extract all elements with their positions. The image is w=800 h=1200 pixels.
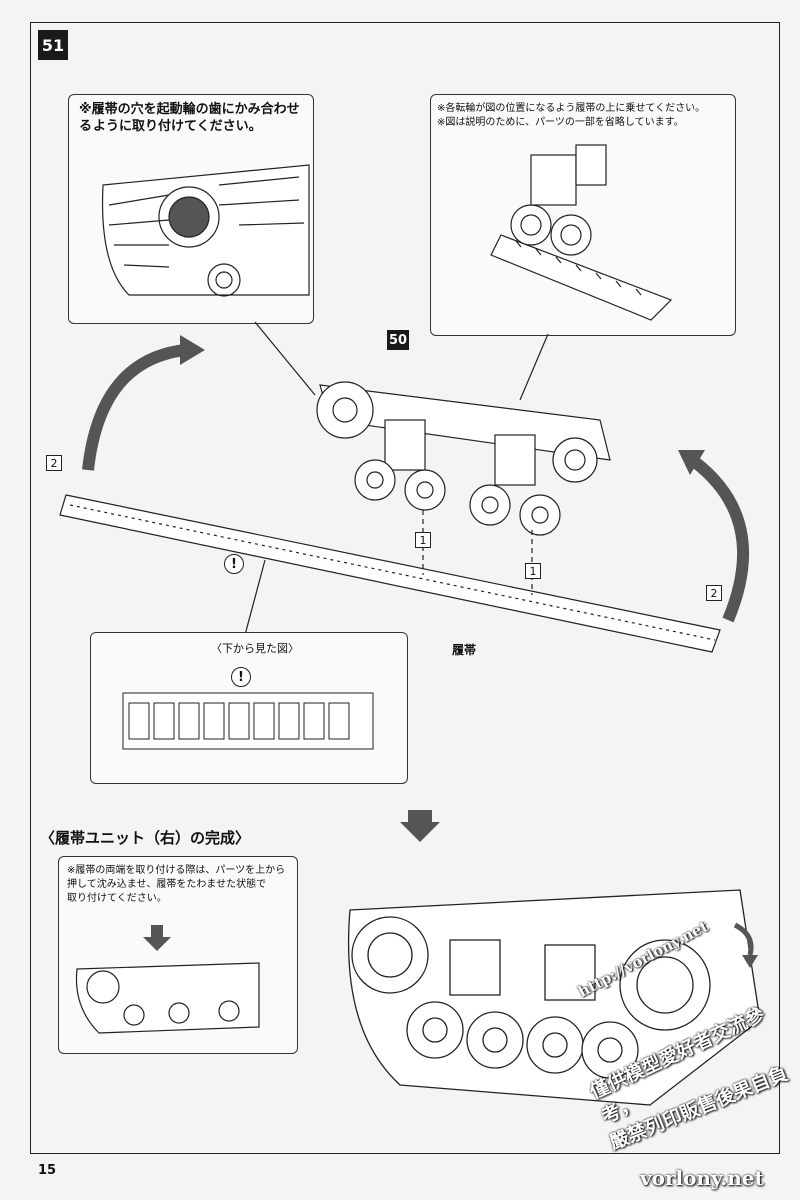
bottom-view-title: 〈下から見た図〉	[211, 642, 299, 655]
track-press-illustration	[75, 925, 260, 1034]
callout-final-line3: 取り付けてください。	[67, 893, 167, 904]
callout-final-line2: 押して沈み込ませ、履帯をたわませた状態で	[67, 879, 267, 890]
caution-icon: !	[224, 554, 244, 574]
completed-track-unit-illustration	[347, 889, 761, 1106]
callout-bottom-view: 〈下から見た図〉 !	[90, 632, 408, 784]
sprocket-track-illustration	[101, 164, 310, 297]
down-arrow-icon	[400, 810, 440, 842]
order-number-1-left: 1	[415, 532, 431, 548]
order-number-1-right: 1	[525, 563, 541, 579]
callout-wheel-position: ※各転輪が図の位置になるよう履帯の上に乗せてください。 ※図は説明のために、パー…	[430, 94, 736, 336]
order-number-2-left: 2	[46, 455, 62, 471]
step-number-badge: 51	[38, 30, 68, 60]
track-label: 履帯	[452, 643, 477, 657]
order-number-2-right: 2	[706, 585, 722, 601]
callout-sprocket-detail: ※履帯の穴を起動輪の歯にかみ合わせる ように取り付けてください。	[68, 94, 314, 324]
callout-sprocket-line1: ※履帯の穴を起動輪の歯にかみ合わせる	[79, 102, 300, 134]
page-number: 15	[38, 1163, 57, 1178]
section-title: 〈履帯ユニット（右）の完成〉	[40, 829, 251, 847]
callout-final-assembly: ※履帯の両端を取り付ける際は、パーツを上から 押して沈み込ませ、履帯をたわませた…	[58, 856, 298, 1054]
bottom-view-caution-icon: !	[231, 667, 251, 687]
callout-wheels-line2: ※図は説明のために、パーツの一部を省略しています。	[437, 117, 684, 128]
callout-final-line1: ※履帯の両端を取り付ける際は、パーツを上から	[67, 865, 286, 876]
track-bottom-illustration	[122, 692, 374, 750]
callout-sprocket-line2: ように取り付けてください。	[93, 119, 262, 134]
wheel-bogie-illustration	[490, 144, 673, 321]
watermark-site: vorlony.net	[640, 1166, 764, 1190]
page-frame	[30, 22, 780, 1154]
callout-wheels-line1: ※各転輪が図の位置になるよう履帯の上に乗せてください。	[437, 103, 706, 114]
sub-assembly-badge: 50	[387, 330, 409, 350]
track-assembly-illustration	[59, 321, 750, 653]
